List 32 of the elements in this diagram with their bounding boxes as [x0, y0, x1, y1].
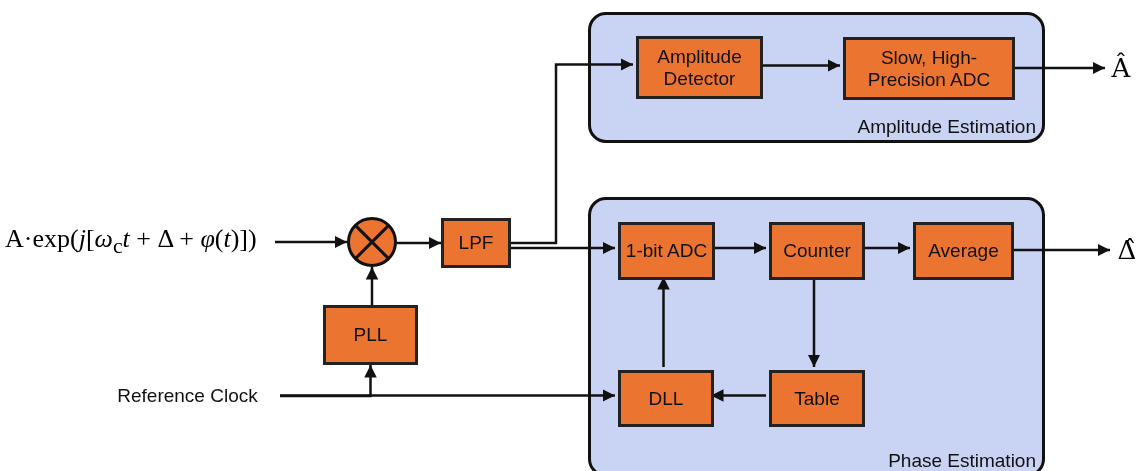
input-label: Reference Clock [117, 385, 258, 407]
process-box: Slow, High-Precision ADC [843, 37, 1015, 100]
arrow [657, 277, 670, 367]
arrow [511, 241, 615, 255]
process-box: 1-bit ADC [618, 222, 715, 280]
process-box: Table [769, 370, 865, 427]
arrow [511, 58, 633, 245]
group-panel [588, 197, 1045, 471]
arrow [712, 241, 766, 255]
arrow [862, 241, 910, 255]
output-symbol: Δ̂ [1117, 235, 1137, 265]
arrow [711, 389, 766, 402]
arrow [807, 277, 821, 367]
arrow [1011, 243, 1110, 257]
group-panel [588, 12, 1045, 143]
group-label: Amplitude Estimation [857, 116, 1036, 138]
group-label: Phase Estimation [888, 450, 1036, 471]
process-box: PLL [323, 305, 418, 365]
arrow [280, 389, 615, 402]
arrow [365, 267, 379, 305]
arrow [397, 236, 441, 250]
arrow [275, 235, 347, 249]
arrow [760, 59, 840, 72]
process-box: DLL [618, 370, 714, 427]
mixer-symbol [347, 217, 397, 267]
arrow [1012, 61, 1105, 75]
input-signal-expression: A·exp(j[ω$_{c}$t + Δ + φ(t)]) [5, 224, 257, 260]
process-box: LPF [441, 218, 511, 268]
process-box: Amplitude Detector [636, 36, 763, 99]
process-box: Counter [769, 222, 865, 280]
process-box: Average [913, 222, 1014, 280]
output-symbol: Â [1111, 53, 1131, 83]
